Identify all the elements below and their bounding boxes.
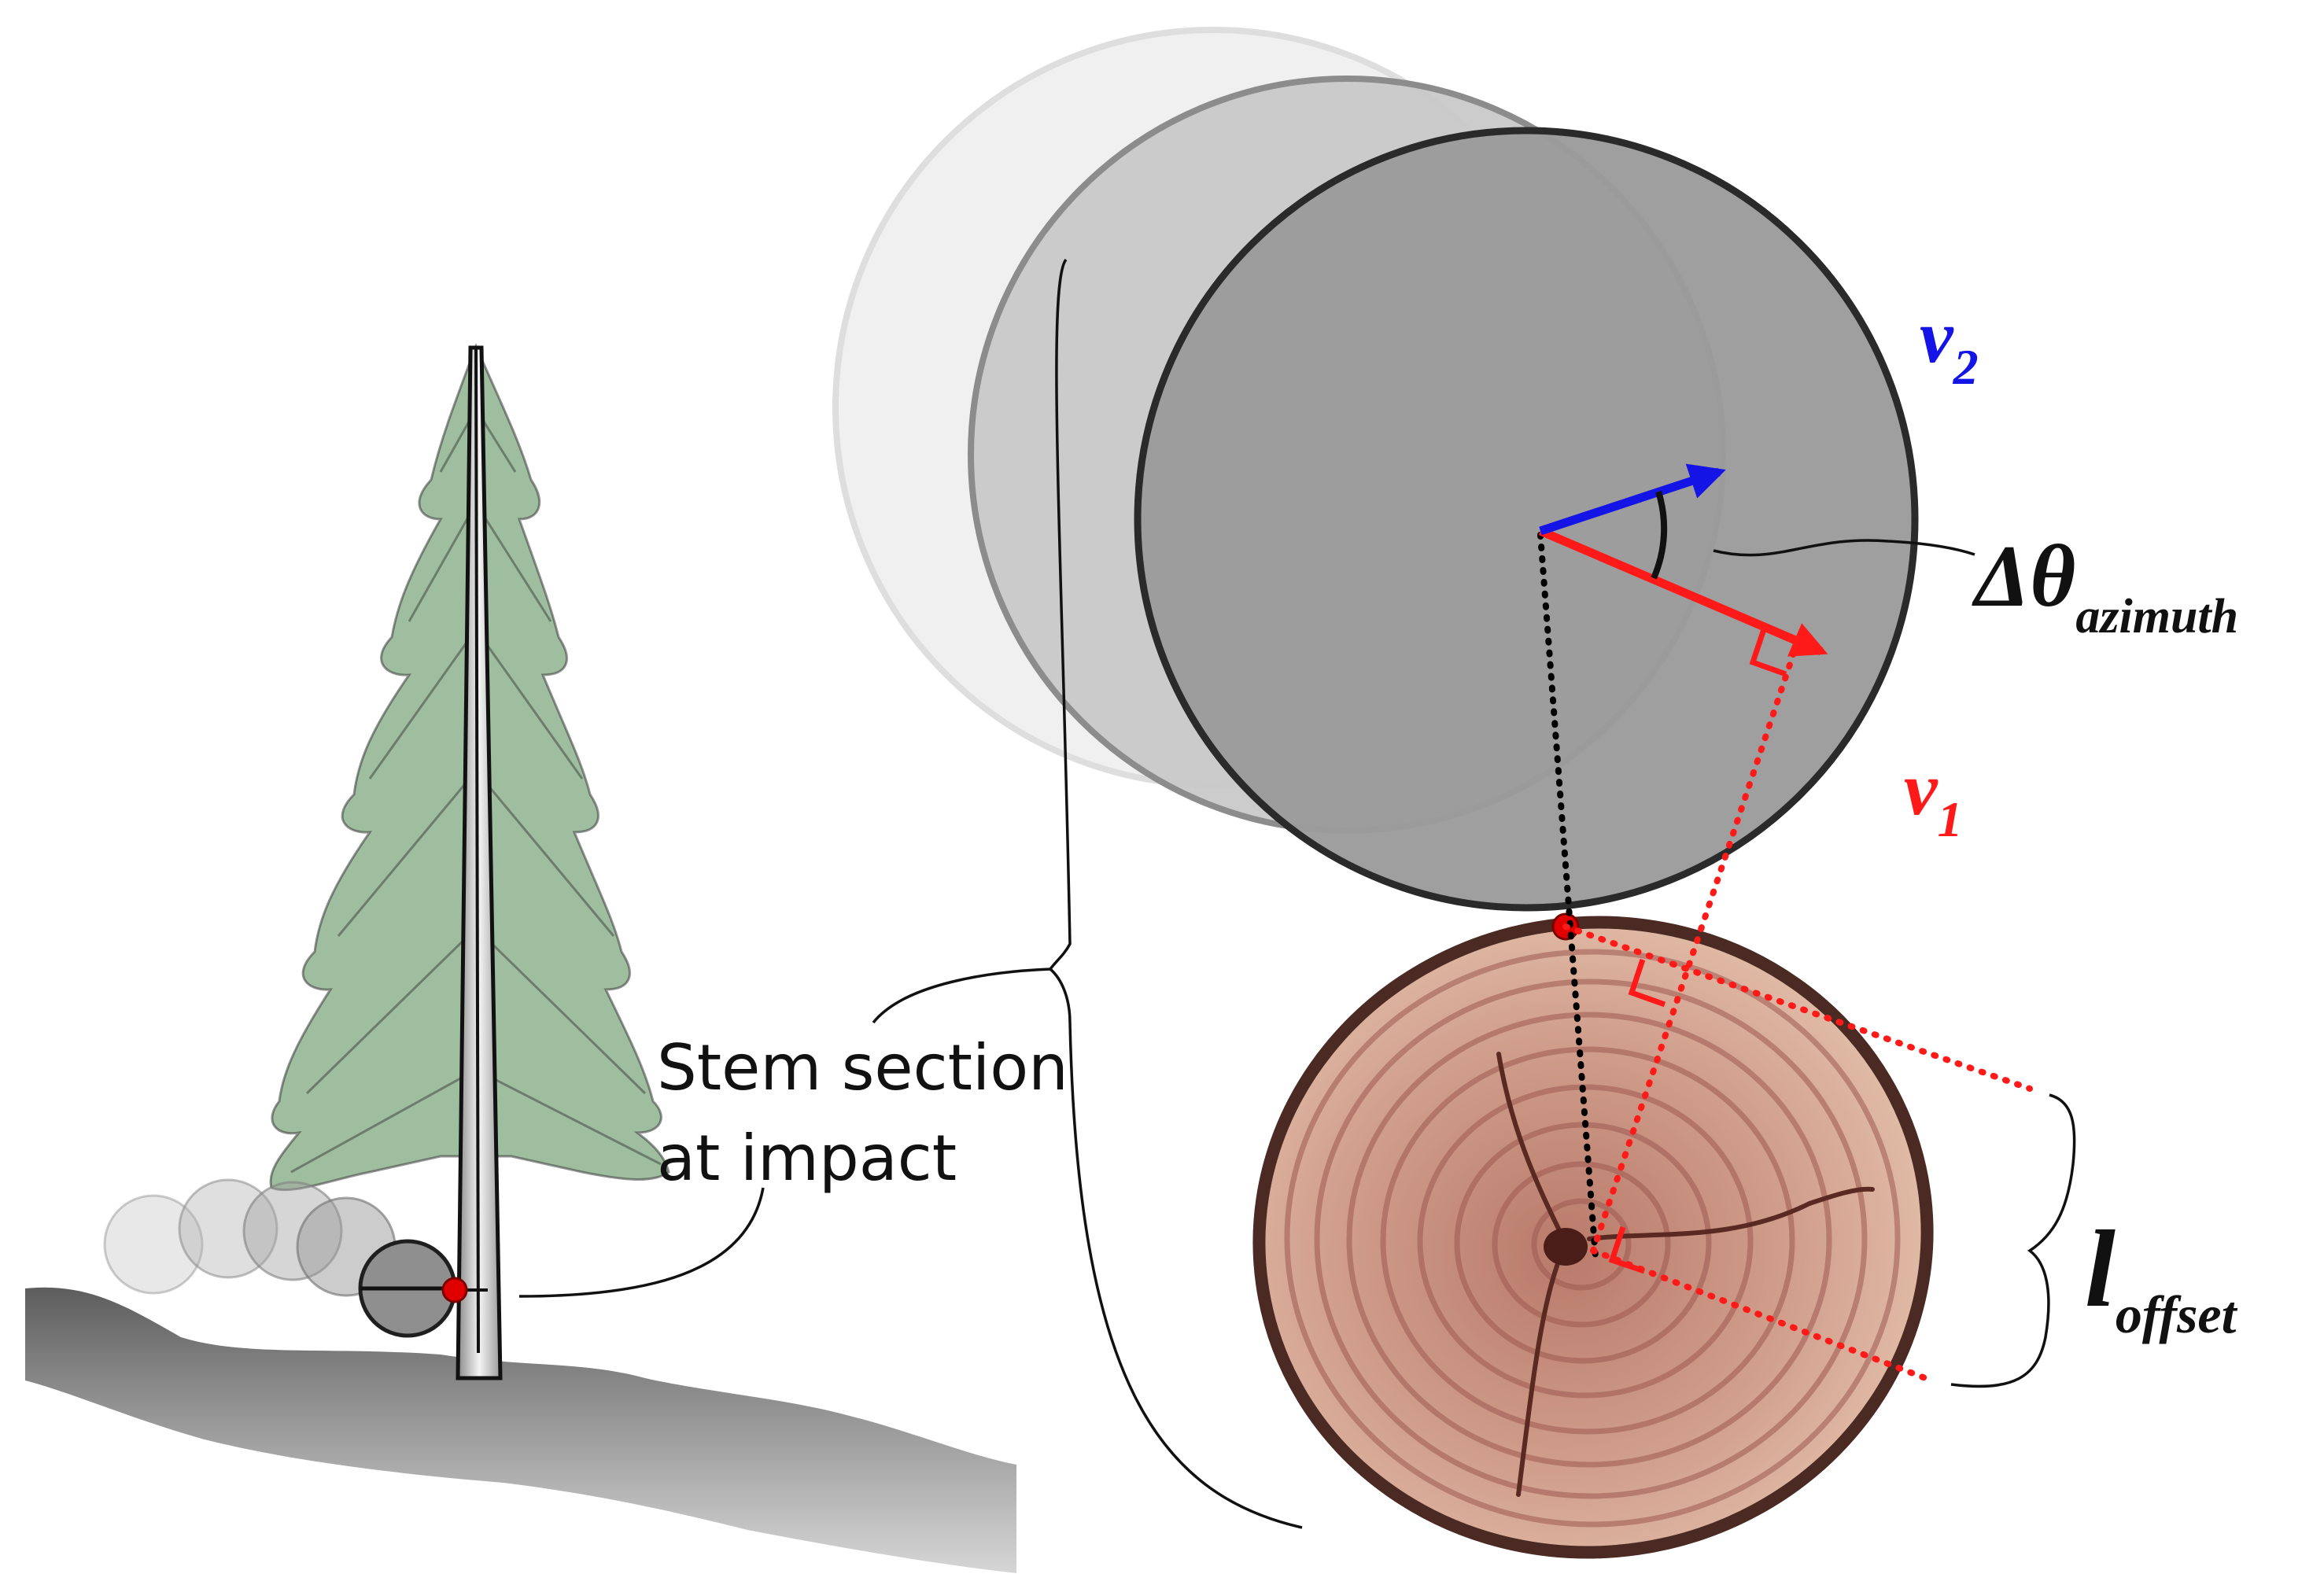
stem-section-callout-line bbox=[518, 1187, 765, 1298]
right-angle-marker bbox=[1628, 958, 1666, 1008]
right-angle-markers bbox=[1608, 628, 1787, 1274]
conifer-tree-icon bbox=[269, 343, 670, 1380]
delta-theta-label-base: Δθ bbox=[1972, 528, 2075, 625]
velocity-vector-v1 bbox=[1538, 526, 1828, 657]
azimuth-callout-line bbox=[1713, 539, 1975, 557]
left-scene bbox=[25, 343, 1016, 1573]
growth-ring bbox=[1346, 1012, 1832, 1468]
growth-ring bbox=[1531, 1198, 1632, 1291]
stem-axis-line bbox=[474, 347, 480, 1354]
offset-geometry bbox=[1562, 638, 2033, 1384]
stem-section-label-line1: Stem section bbox=[657, 1031, 1068, 1104]
l-offset-label: loffset bbox=[2085, 1208, 2238, 1344]
center-to-pith-dotted-line bbox=[1537, 532, 1599, 1260]
v2-label: v2 bbox=[1920, 294, 1979, 395]
growth-ring bbox=[1380, 1046, 1795, 1435]
slope-ground bbox=[25, 1287, 1016, 1573]
growth-ring bbox=[1314, 979, 1868, 1499]
boulder-trail-ghost-1 bbox=[103, 1194, 204, 1295]
boulder-icon bbox=[358, 1239, 457, 1338]
growth-ring bbox=[1492, 1161, 1671, 1328]
tree-stem-cross-section-icon bbox=[1252, 916, 1934, 1559]
delta-theta-azimuth-label: Δθazimuth bbox=[1972, 528, 2238, 643]
stem-section-label-line2: at impact bbox=[657, 1122, 957, 1195]
velocity-vector-v2 bbox=[1539, 463, 1726, 536]
l-offset-label-base: l bbox=[2085, 1208, 2116, 1330]
v1-label-base: v bbox=[1904, 746, 1939, 831]
zoom-brace-pointer bbox=[872, 968, 1051, 1024]
stem-pith bbox=[1544, 1228, 1588, 1266]
v2-label-subscript: 2 bbox=[1953, 339, 1979, 395]
growth-ring bbox=[1284, 949, 1901, 1528]
v1-label-subscript: 1 bbox=[1938, 791, 1963, 847]
right-angle-marker bbox=[1749, 628, 1787, 677]
growth-rings bbox=[1284, 949, 1901, 1528]
v2-label-base: v bbox=[1920, 294, 1954, 378]
boulder-main bbox=[1134, 127, 1919, 912]
v1-label: v1 bbox=[1904, 746, 1963, 847]
offset-brace bbox=[1950, 1093, 2076, 1388]
zoomed-impact-detail bbox=[832, 27, 2076, 1559]
l-offset-label-subscript: offset bbox=[2116, 1285, 2238, 1344]
right-angle-marker bbox=[1608, 1226, 1646, 1274]
impact-point-marker bbox=[441, 1277, 468, 1303]
boulder-trail bbox=[103, 1178, 397, 1297]
offset-lower-dotted-line bbox=[1590, 1248, 1935, 1384]
tree-stem bbox=[456, 345, 503, 1380]
foliage-texture bbox=[290, 408, 662, 1174]
azimuth-angle-arc bbox=[1651, 490, 1668, 580]
delta-theta-label-subscript: azimuth bbox=[2075, 590, 2238, 643]
wood-cracks bbox=[1496, 1052, 1875, 1497]
